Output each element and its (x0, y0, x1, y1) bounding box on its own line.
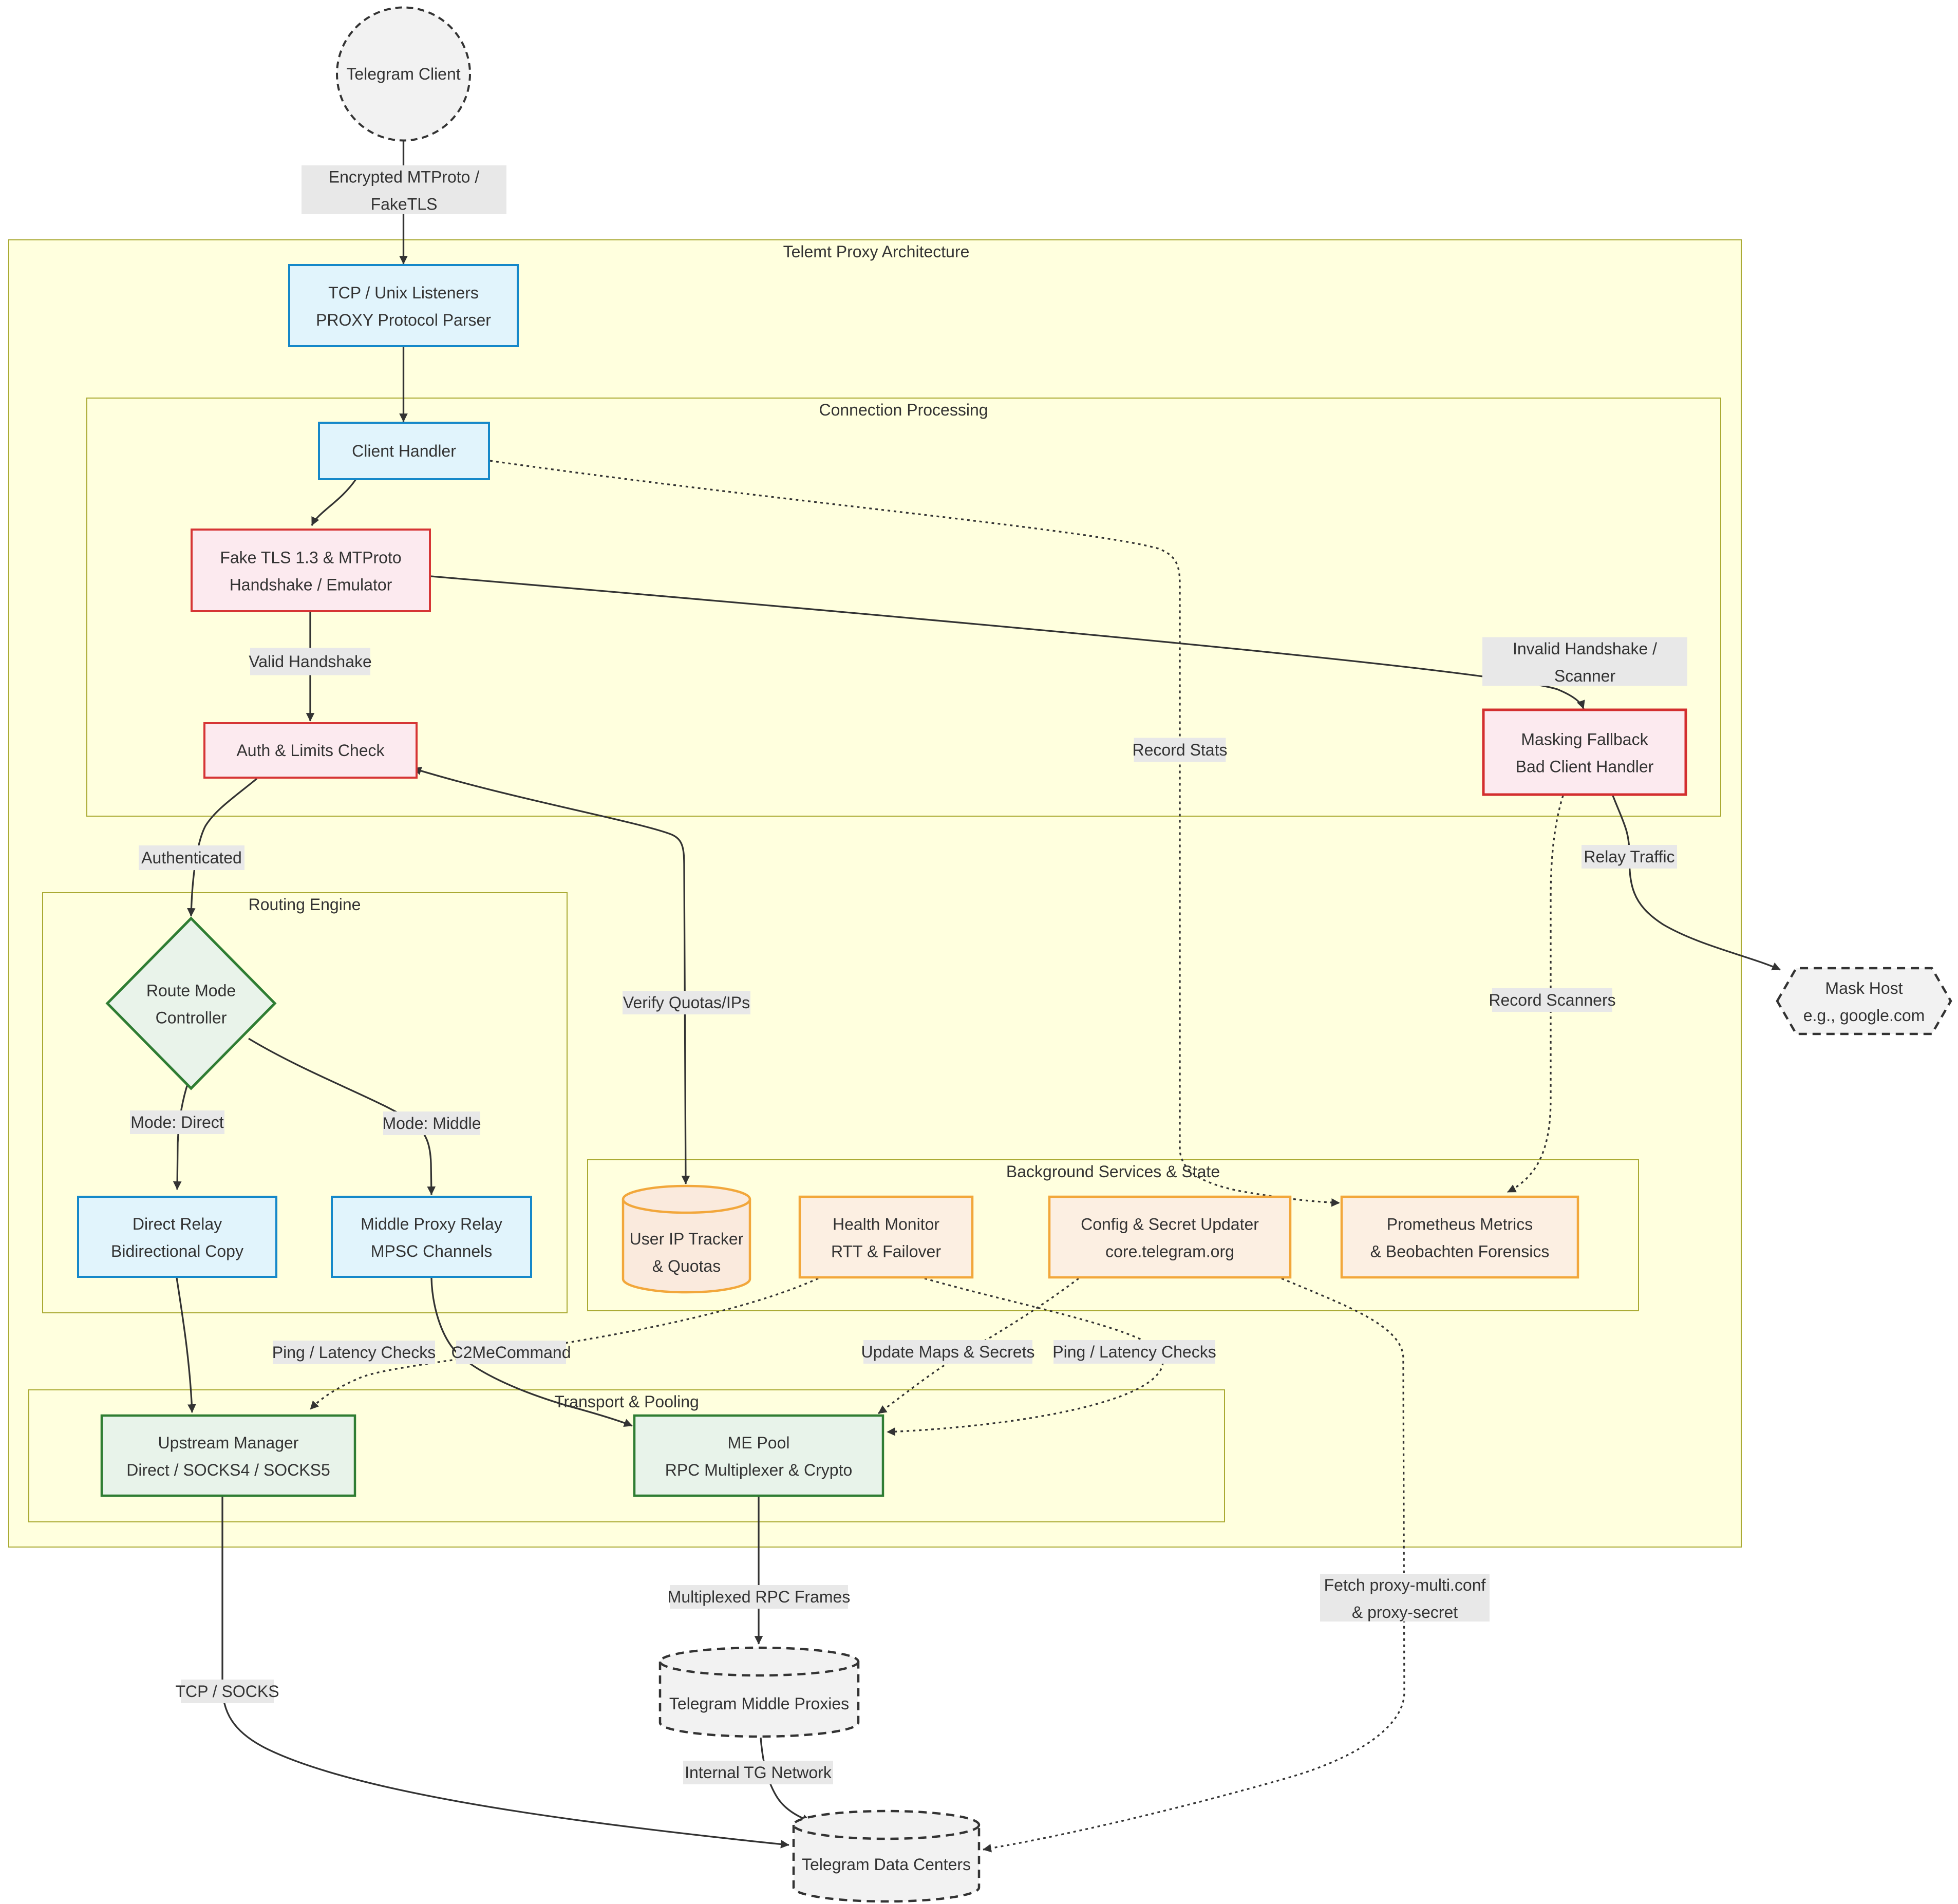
svg-text:Ping / Latency Checks: Ping / Latency Checks (272, 1343, 436, 1362)
svg-text:Fake TLS 1.3 & MTProto: Fake TLS 1.3 & MTProto (220, 549, 401, 567)
svg-text:RTT & Failover: RTT & Failover (831, 1242, 941, 1261)
svg-text:Mode: Direct: Mode: Direct (130, 1113, 224, 1132)
svg-text:Update Maps & Secrets: Update Maps & Secrets (861, 1343, 1035, 1361)
svg-text:Mode: Middle: Mode: Middle (382, 1114, 481, 1133)
svg-text:Handshake / Emulator: Handshake / Emulator (230, 576, 392, 594)
svg-text:Config & Secret Updater: Config & Secret Updater (1081, 1215, 1259, 1234)
svg-text:Ping / Latency Checks: Ping / Latency Checks (1052, 1343, 1216, 1361)
svg-text:Encrypted MTProto /: Encrypted MTProto / (329, 168, 480, 186)
svg-text:Telegram Data Centers: Telegram Data Centers (802, 1855, 971, 1874)
svg-text:Scanner: Scanner (1554, 667, 1616, 685)
svg-text:Connection Processing: Connection Processing (819, 401, 988, 419)
svg-text:Telegram Client: Telegram Client (346, 65, 460, 83)
svg-text:Routing Engine: Routing Engine (249, 895, 361, 914)
svg-text:MPSC Channels: MPSC Channels (371, 1242, 493, 1260)
svg-text:Invalid Handshake /: Invalid Handshake / (1513, 639, 1657, 658)
svg-text:Relay Traffic: Relay Traffic (1584, 847, 1674, 866)
svg-text:& proxy-secret: & proxy-secret (1352, 1603, 1458, 1622)
svg-text:Bad Client Handler: Bad Client Handler (1516, 758, 1654, 776)
svg-text:Valid Handshake: Valid Handshake (249, 652, 372, 671)
svg-text:Mask Host: Mask Host (1825, 979, 1903, 997)
svg-text:Fetch proxy-multi.conf: Fetch proxy-multi.conf (1324, 1576, 1486, 1594)
svg-text:Record Stats: Record Stats (1133, 741, 1228, 759)
svg-text:Upstream Manager: Upstream Manager (158, 1434, 299, 1452)
svg-text:TCP / SOCKS: TCP / SOCKS (175, 1682, 279, 1701)
svg-text:Bidirectional Copy: Bidirectional Copy (111, 1242, 243, 1260)
svg-text:Direct Relay: Direct Relay (133, 1215, 222, 1233)
svg-text:Middle Proxy Relay: Middle Proxy Relay (361, 1215, 502, 1233)
svg-text:& Quotas: & Quotas (652, 1257, 721, 1275)
svg-text:Record Scanners: Record Scanners (1489, 991, 1615, 1009)
svg-text:Verify Quotas/IPs: Verify Quotas/IPs (623, 993, 750, 1012)
svg-text:Authenticated: Authenticated (141, 849, 242, 867)
svg-text:Route Mode: Route Mode (146, 982, 236, 1000)
svg-text:User IP Tracker: User IP Tracker (630, 1230, 744, 1248)
svg-text:Controller: Controller (156, 1009, 227, 1027)
svg-text:PROXY Protocol Parser: PROXY Protocol Parser (316, 311, 491, 329)
svg-text:TCP / Unix Listeners: TCP / Unix Listeners (328, 284, 479, 302)
svg-text:ME Pool: ME Pool (728, 1434, 790, 1452)
svg-text:C2MeCommand: C2MeCommand (451, 1343, 571, 1362)
svg-text:Health Monitor: Health Monitor (833, 1215, 939, 1234)
svg-text:Internal TG Network: Internal TG Network (685, 1763, 832, 1782)
svg-text:e.g., google.com: e.g., google.com (1803, 1006, 1925, 1025)
svg-text:RPC Multiplexer & Crypto: RPC Multiplexer & Crypto (665, 1461, 853, 1479)
svg-text:FakeTLS: FakeTLS (371, 195, 438, 214)
svg-text:Multiplexed RPC Frames: Multiplexed RPC Frames (668, 1588, 851, 1606)
svg-text:Direct / SOCKS4 / SOCKS5: Direct / SOCKS4 / SOCKS5 (126, 1461, 330, 1479)
svg-text:Auth & Limits Check: Auth & Limits Check (236, 741, 385, 760)
svg-text:Client Handler: Client Handler (352, 442, 456, 460)
svg-text:Telemt Proxy Architecture: Telemt Proxy Architecture (783, 242, 970, 261)
svg-text:Telegram Middle Proxies: Telegram Middle Proxies (669, 1694, 849, 1713)
svg-text:& Beobachten Forensics: & Beobachten Forensics (1370, 1242, 1550, 1261)
svg-text:Prometheus Metrics: Prometheus Metrics (1387, 1215, 1533, 1234)
svg-text:Background Services & State: Background Services & State (1006, 1162, 1220, 1181)
svg-text:core.telegram.org: core.telegram.org (1105, 1242, 1234, 1261)
svg-text:Masking Fallback: Masking Fallback (1521, 730, 1648, 749)
svg-text:Transport & Pooling: Transport & Pooling (554, 1392, 699, 1411)
